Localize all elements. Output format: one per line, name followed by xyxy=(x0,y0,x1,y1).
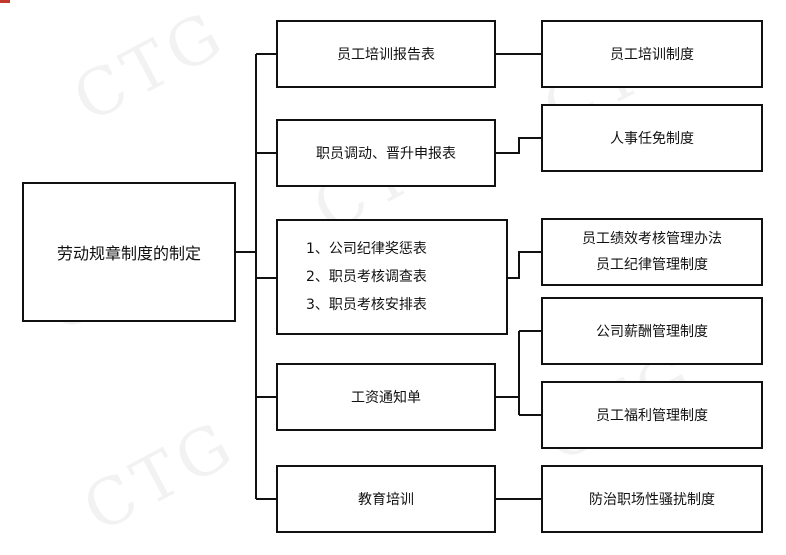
node-label: 工资通知单 xyxy=(351,390,421,406)
node-harassment-policy: 防治职场性骚扰制度 xyxy=(541,465,763,533)
node-label: 员工培训制度 xyxy=(610,47,694,63)
node-label: 3、职员考核安排表 xyxy=(306,297,427,313)
node-transfer-report: 职员调动、晋升申报表 xyxy=(276,119,496,187)
root-label: 劳动规章制度的制定 xyxy=(56,244,201,263)
node-salary-policy: 公司薪酬管理制度 xyxy=(541,297,763,365)
node-label: 职员调动、晋升申报表 xyxy=(316,146,456,162)
node-label: 防治职场性骚扰制度 xyxy=(589,492,715,508)
node-label: 公司薪酬管理制度 xyxy=(596,324,708,340)
node-performance-discipline: 员工绩效考核管理办法 员工纪律管理制度 xyxy=(541,218,763,286)
node-label: 员工福利管理制度 xyxy=(596,408,708,424)
node-label: 员工纪律管理制度 xyxy=(596,257,708,273)
node-label: 1、公司纪律奖惩表 xyxy=(306,241,427,257)
node-training-policy: 员工培训制度 xyxy=(541,20,763,88)
node-education-training: 教育培训 xyxy=(276,465,496,533)
node-appointment-policy: 人事任免制度 xyxy=(541,104,763,172)
node-training-report: 员工培训报告表 xyxy=(276,20,496,88)
node-payslip: 工资通知单 xyxy=(276,363,496,431)
node-label: 教育培训 xyxy=(358,492,414,508)
corner-accent xyxy=(0,0,10,3)
node-label: 员工绩效考核管理办法 xyxy=(582,231,722,247)
node-label: 2、职员考核调查表 xyxy=(306,269,427,285)
node-label: 员工培训报告表 xyxy=(337,47,435,63)
node-discipline-forms: 1、公司纪律奖惩表 2、职员考核调查表 3、职员考核安排表 xyxy=(276,219,508,335)
root-node: 劳动规章制度的制定 xyxy=(22,182,236,322)
node-welfare-policy: 员工福利管理制度 xyxy=(541,381,763,449)
node-label: 人事任免制度 xyxy=(610,131,694,147)
